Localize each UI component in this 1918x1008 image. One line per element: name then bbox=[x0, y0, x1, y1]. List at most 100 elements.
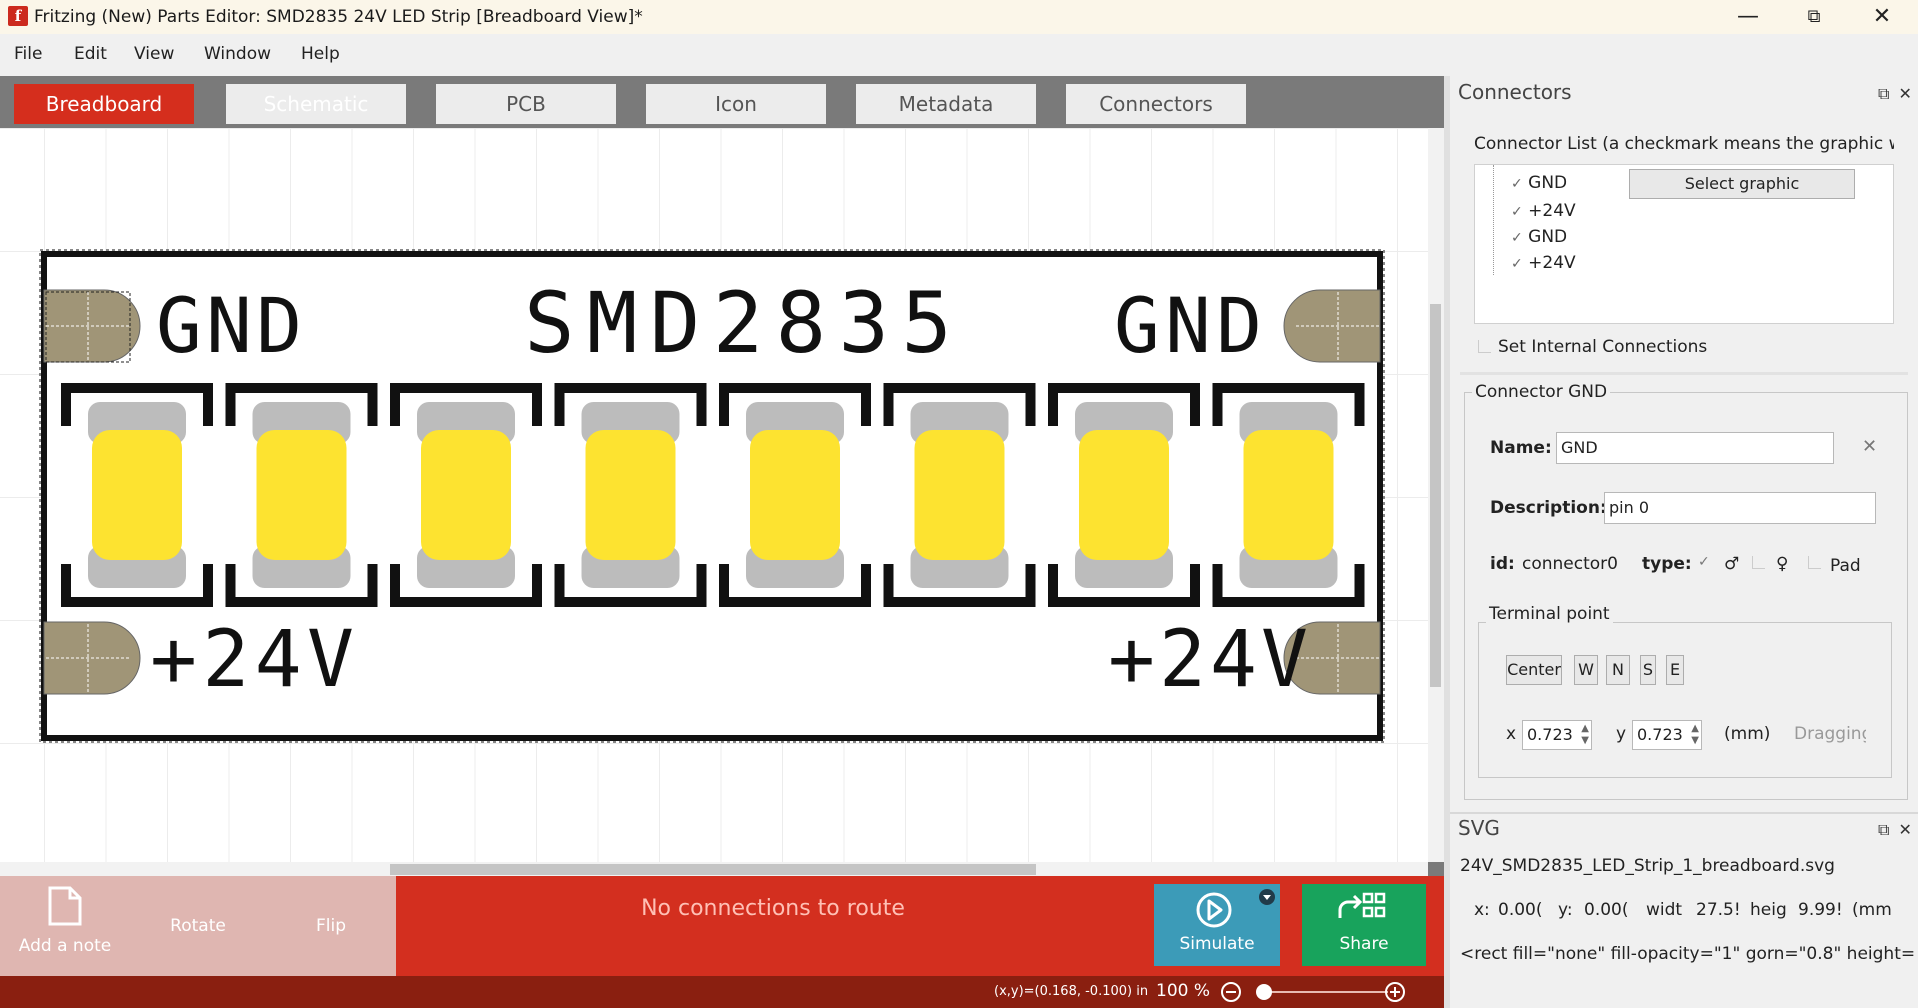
led-2835 bbox=[390, 383, 542, 607]
tab-icon[interactable]: Icon bbox=[646, 84, 826, 124]
male-checkbox-checked[interactable]: ✓ bbox=[1698, 554, 1710, 570]
simulate-button[interactable]: Simulate bbox=[1154, 884, 1280, 966]
led-2835 bbox=[61, 383, 213, 607]
undock-icon[interactable]: ⧉ bbox=[1878, 84, 1890, 103]
led-2835 bbox=[1212, 383, 1365, 607]
panel-close-icon[interactable]: ✕ bbox=[1898, 820, 1912, 839]
vertical-scrollbar[interactable] bbox=[1428, 128, 1444, 862]
connector-list-item[interactable]: ✓ GND bbox=[1511, 173, 1568, 193]
description-label: Description: bbox=[1490, 498, 1607, 518]
svg-filename: 24V_SMD2835_LED_Strip_1_breadboard.svg bbox=[1460, 856, 1835, 876]
spin-arrows-icon[interactable]: ▲▼ bbox=[1581, 723, 1589, 746]
menu-window[interactable]: Window bbox=[204, 44, 272, 64]
terminal-south-button[interactable]: S bbox=[1640, 655, 1656, 685]
connector-list-label: Connector List (a checkmark means the gr… bbox=[1474, 134, 1894, 154]
terminal-y-spinbox[interactable]: 0.723 ▲▼ bbox=[1632, 720, 1702, 750]
zoom-level: 100 % bbox=[1156, 981, 1211, 1001]
name-label: Name: bbox=[1490, 438, 1552, 458]
section-divider bbox=[1460, 372, 1908, 375]
add-note-label: Add a note bbox=[18, 936, 112, 956]
title-bar: f Fritzing (New) Parts Editor: SMD2835 2… bbox=[0, 0, 1918, 34]
menu-edit[interactable]: Edit bbox=[74, 44, 107, 64]
flip-button[interactable]: Flip bbox=[266, 876, 396, 976]
share-button[interactable]: Share bbox=[1302, 884, 1426, 966]
checkmark-icon: ✓ bbox=[1511, 230, 1523, 246]
simulate-label: Simulate bbox=[1179, 934, 1255, 954]
close-button[interactable]: ✕ bbox=[1872, 4, 1892, 29]
menu-file[interactable]: File bbox=[14, 44, 43, 64]
led-2835 bbox=[225, 383, 378, 607]
panel-divider bbox=[1450, 812, 1918, 814]
dragging-status: Dragging bbox=[1794, 724, 1866, 744]
flip-label: Flip bbox=[315, 916, 346, 936]
led-2835 bbox=[1048, 383, 1200, 607]
terminal-unit: (mm) bbox=[1724, 724, 1771, 744]
internal-connections-checkbox[interactable] bbox=[1478, 340, 1491, 353]
dropdown-icon[interactable] bbox=[1258, 888, 1276, 906]
menu-help[interactable]: Help bbox=[301, 44, 340, 64]
play-icon bbox=[1196, 892, 1232, 928]
svg-y-label: y: bbox=[1558, 900, 1573, 920]
female-checkbox[interactable] bbox=[1752, 556, 1765, 569]
select-graphic-button[interactable]: Select graphic bbox=[1629, 169, 1855, 199]
connector-id-value: connector0 bbox=[1522, 554, 1618, 574]
connector-list[interactable]: ✓ GND ✓ +24V ✓ GND ✓ +24V Select graphic bbox=[1474, 164, 1894, 324]
label-gnd-left: GND bbox=[156, 281, 302, 370]
led-2835 bbox=[719, 383, 871, 607]
minimize-button[interactable]: — bbox=[1737, 4, 1759, 29]
tab-schematic[interactable]: Schematic bbox=[226, 84, 406, 124]
svg-dock-buttons[interactable]: ⧉ ✕ bbox=[1878, 820, 1912, 840]
label-part-name: SMD2835 bbox=[524, 274, 952, 372]
breadboard-canvas[interactable]: GND SMD2835 GND +24V +24V fritzing bbox=[0, 128, 1428, 862]
connectors-dock-buttons[interactable]: ⧉ ✕ bbox=[1878, 84, 1912, 104]
led-array bbox=[61, 383, 1365, 607]
connector-name-input[interactable]: GND bbox=[1556, 432, 1834, 464]
rotate-button[interactable]: Rotate bbox=[130, 876, 266, 976]
tab-metadata[interactable]: Metadata bbox=[856, 84, 1036, 124]
fritzing-app-icon: f bbox=[8, 6, 28, 26]
connector-list-item[interactable]: ✓ +24V bbox=[1511, 253, 1576, 273]
pad-checkbox[interactable] bbox=[1808, 556, 1821, 569]
terminal-north-button[interactable]: N bbox=[1606, 655, 1630, 685]
terminal-y-label: y bbox=[1616, 724, 1627, 744]
panel-close-icon[interactable]: ✕ bbox=[1898, 84, 1912, 103]
tab-breadboard[interactable]: Breadboard bbox=[14, 84, 194, 124]
tab-connectors[interactable]: Connectors bbox=[1066, 84, 1246, 124]
svg-height-value: 9.99! bbox=[1798, 900, 1843, 920]
zoom-in-icon[interactable] bbox=[1384, 981, 1406, 1003]
terminal-east-button[interactable]: E bbox=[1666, 655, 1684, 685]
svg-x-label: x: bbox=[1474, 900, 1490, 920]
zoom-slider[interactable] bbox=[1256, 984, 1388, 1000]
add-note-button[interactable]: Add a note bbox=[0, 876, 130, 976]
svg-unit: (mm bbox=[1852, 900, 1892, 920]
tab-pcb[interactable]: PCB bbox=[436, 84, 616, 124]
terminal-west-button[interactable]: W bbox=[1574, 655, 1598, 685]
id-label: id: bbox=[1490, 554, 1515, 574]
svg-panel-title: SVG bbox=[1458, 816, 1500, 840]
type-label: type: bbox=[1642, 554, 1692, 574]
spin-arrows-icon[interactable]: ▲▼ bbox=[1691, 723, 1699, 746]
connector-list-item[interactable]: ✓ +24V bbox=[1511, 201, 1576, 221]
connectors-panel-title: Connectors bbox=[1458, 80, 1572, 104]
terminal-x-spinbox[interactable]: 0.723 ▲▼ bbox=[1522, 720, 1592, 750]
connector-group-title: Connector GND bbox=[1472, 382, 1611, 402]
terminal-center-button[interactable]: Center bbox=[1506, 655, 1562, 685]
checkmark-icon: ✓ bbox=[1511, 256, 1523, 272]
horizontal-scrollbar[interactable] bbox=[0, 862, 1428, 876]
cursor-coordinates: (x,y)=(0.168, -0.100) in bbox=[994, 984, 1149, 999]
connector-description-input[interactable]: pin 0 bbox=[1604, 492, 1876, 524]
pane-splitter[interactable] bbox=[1444, 76, 1450, 1008]
zoom-out-icon[interactable] bbox=[1220, 981, 1242, 1003]
internal-connections-label: Set Internal Connections bbox=[1498, 337, 1708, 357]
led-strip-part[interactable]: GND SMD2835 GND +24V +24V bbox=[0, 128, 1428, 862]
menu-view[interactable]: View bbox=[134, 44, 175, 64]
zoom-slider-handle[interactable] bbox=[1256, 984, 1272, 1000]
maximize-button[interactable]: ⧉ bbox=[1807, 6, 1821, 27]
undock-icon[interactable]: ⧉ bbox=[1878, 820, 1890, 839]
svg-element-code: <rect fill="none" fill-opacity="1" gorn=… bbox=[1460, 944, 1914, 964]
share-icon bbox=[1338, 892, 1386, 918]
connector-detail-group bbox=[1464, 392, 1908, 800]
routing-status: No connections to route bbox=[641, 896, 905, 921]
clear-icon[interactable]: ✕ bbox=[1862, 436, 1878, 457]
connector-list-item[interactable]: ✓ GND bbox=[1511, 227, 1568, 247]
